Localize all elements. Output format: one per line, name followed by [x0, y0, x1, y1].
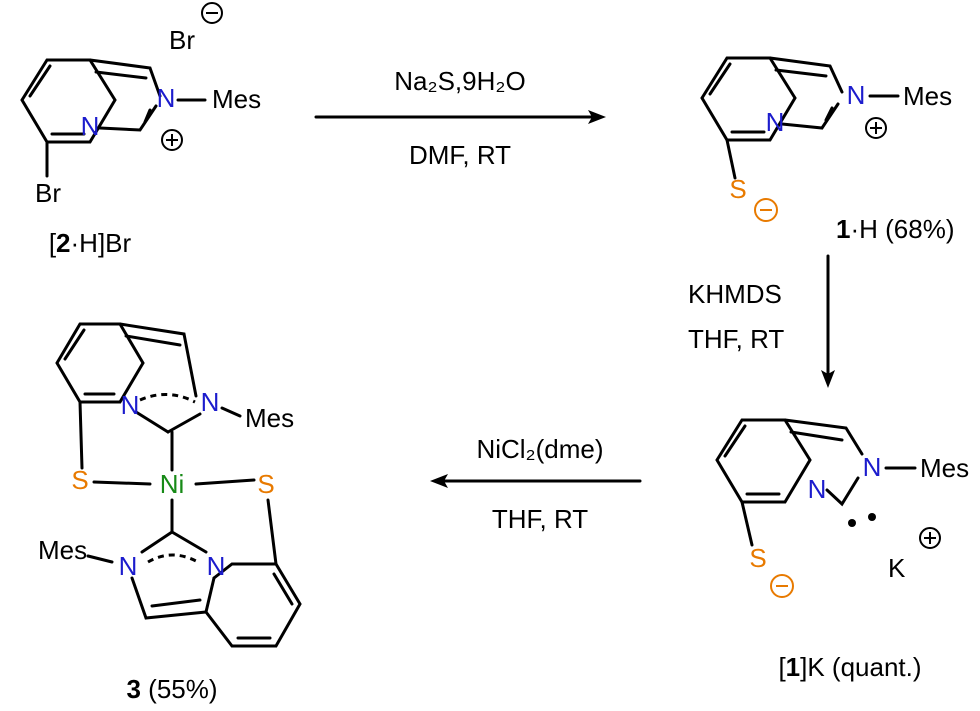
compound-label: 1·H (68%) — [836, 214, 954, 244]
imidazole-bonds — [130, 576, 216, 620]
c-s-bond — [740, 500, 754, 547]
double-bond — [143, 108, 152, 124]
double-bond — [723, 424, 747, 458]
delocalized-bond — [139, 393, 196, 404]
mes-group: Mes — [245, 403, 294, 433]
mes-group: Mes — [212, 84, 261, 114]
n-mes-bond — [220, 406, 242, 418]
nitrogen-atom: N — [157, 83, 176, 113]
sulfur-atom: S — [729, 174, 746, 204]
compound-3-ni-complex: N N Mes S Ni S Mes N N 3 (55%) — [38, 322, 302, 704]
imidazole-bonds — [170, 530, 208, 554]
imidazole-bonds — [134, 410, 170, 434]
double-bond — [150, 598, 202, 608]
double-bond — [28, 64, 52, 98]
ni-s-bond — [194, 478, 256, 486]
reaction-arrow-step3: NiCl₂(dme) THF, RT — [430, 434, 642, 534]
mes-group: Mes — [903, 81, 952, 111]
reaction-arrow-step1: Na₂S,9H₂O DMF, RT — [314, 66, 606, 170]
arrow-head-icon — [821, 370, 835, 388]
ni-s-bond — [92, 480, 152, 486]
bromo-substituent: Br — [35, 178, 61, 208]
sulfur-atom: S — [257, 469, 274, 499]
pyridine-ring-bonds — [204, 562, 302, 648]
compound-1H: N N Mes S 1·H (68%) — [700, 56, 954, 244]
reagent-label: Na₂S,9H₂O — [394, 66, 525, 96]
reagent-label: NiCl₂(dme) — [476, 434, 603, 464]
bromide-counterion: Br — [169, 25, 195, 55]
delocalized-bond — [147, 553, 199, 564]
double-bond — [774, 68, 828, 78]
conditions-label: THF, RT — [688, 324, 784, 354]
imidazolium-bonds — [98, 104, 158, 132]
lone-pair-dot — [848, 519, 856, 527]
imidazole-bonds — [780, 102, 840, 130]
minus-charge-icon — [770, 574, 794, 598]
c-s-bond — [725, 138, 737, 180]
nickel-atom: Ni — [160, 469, 185, 499]
nitrogen-atom: N — [766, 107, 785, 137]
imidazole-bonds — [118, 322, 198, 398]
imidazolium-bonds — [88, 58, 162, 98]
nitrogen-atom: N — [847, 80, 866, 110]
nitrogen-atom: N — [201, 387, 220, 417]
double-bond — [708, 62, 732, 96]
n-mes-bond — [86, 554, 114, 564]
double-bond — [94, 70, 148, 80]
compound-label: [2·H]Br — [49, 228, 132, 258]
imidazole-bonds — [783, 418, 864, 456]
plus-charge-icon — [919, 527, 941, 549]
imidazole-bonds — [825, 476, 860, 507]
potassium-cation: K — [888, 553, 906, 583]
nitrogen-atom: N — [863, 452, 882, 482]
nitrogen-atom: N — [81, 111, 100, 141]
plus-charge-icon — [865, 117, 887, 139]
conditions-label: THF, RT — [492, 504, 588, 534]
double-bond — [272, 572, 294, 606]
plus-charge-icon — [161, 129, 183, 151]
conditions-label: DMF, RT — [409, 140, 511, 170]
sulfur-atom: S — [749, 543, 766, 573]
arrow-head-icon — [430, 474, 448, 488]
arrow-head-icon — [588, 110, 606, 124]
minus-charge-icon — [754, 198, 778, 222]
double-bond — [789, 430, 844, 442]
imidazole-bonds — [166, 412, 202, 434]
imidazole-bonds — [140, 530, 174, 554]
double-bond — [63, 328, 86, 361]
nitrogen-atom: N — [119, 551, 138, 581]
double-bond — [824, 106, 834, 122]
compound-2H-Br: N N Mes Br Br [2·H]Br — [20, 2, 261, 258]
nitrogen-atom: N — [121, 390, 140, 420]
reaction-arrow-step2: KHMDS THF, RT — [688, 254, 835, 388]
c-s-bond — [266, 498, 278, 566]
lone-pair-dot — [868, 513, 876, 521]
mes-group: Mes — [38, 535, 87, 565]
sulfur-atom: S — [71, 465, 88, 495]
minus-charge-icon — [201, 2, 223, 24]
compound-1K: N N Mes S K [1]K (quant.) — [715, 418, 969, 682]
nitrogen-atom: N — [207, 551, 226, 581]
compound-label: [1]K (quant.) — [778, 652, 921, 682]
c-s-bond — [78, 400, 84, 470]
double-bond — [124, 334, 182, 347]
nitrogen-atom: N — [808, 474, 827, 504]
mes-group: Mes — [920, 453, 969, 483]
imidazole-bonds — [768, 56, 844, 94]
compound-label: 3 (55%) — [126, 674, 217, 704]
reagent-label: KHMDS — [688, 279, 782, 309]
